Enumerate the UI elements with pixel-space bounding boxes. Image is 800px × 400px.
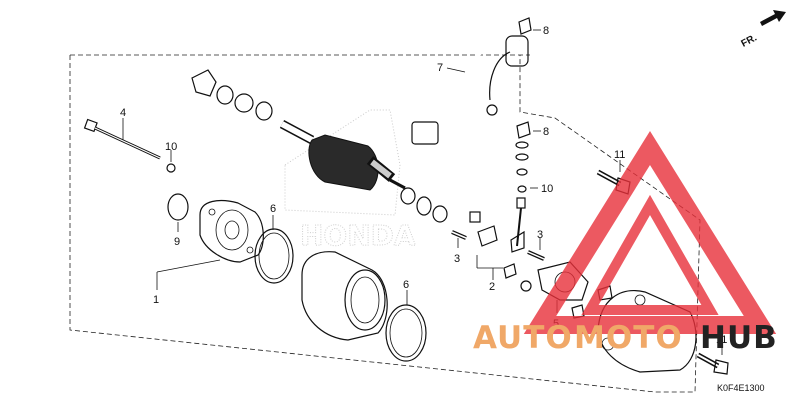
- callout-3-right: 3: [537, 229, 543, 241]
- callout-10-left: 10: [165, 141, 177, 153]
- brush-parts-2: [469, 211, 517, 279]
- o-ring-9: [167, 193, 189, 221]
- diagram-code: K0F4E1300: [717, 383, 765, 393]
- watermark-word-hub: HUB: [700, 320, 778, 356]
- seal-ring-6-right-inner: [389, 308, 423, 358]
- callout-3-left: 3: [454, 253, 460, 265]
- seal-ring-6-left: [254, 228, 294, 284]
- bolt-11-lower: [696, 352, 729, 375]
- screw-3-left: [451, 230, 467, 240]
- washer-set-mid: [400, 187, 448, 223]
- callout-6-right: 6: [403, 279, 409, 291]
- front-cover: [199, 200, 264, 263]
- assembly-outline: [69, 54, 701, 393]
- callout-4: 4: [120, 107, 126, 119]
- honda-stamp: HONDA: [284, 109, 416, 253]
- nut-8-top: [518, 17, 532, 35]
- motor-yoke: [301, 251, 388, 341]
- starter-cable-7: [411, 35, 529, 162]
- callout-7: 7: [437, 62, 443, 74]
- direction-label: FR.: [740, 32, 760, 49]
- callout-11-upper: 11: [614, 149, 625, 161]
- stamp-text: HONDA: [300, 219, 416, 252]
- washer-stack-right: [515, 141, 529, 193]
- watermark: AUTO MOTO HUB: [473, 130, 778, 356]
- callout-2: 2: [489, 281, 495, 293]
- seal-ring-6-left-inner: [258, 232, 290, 280]
- watermark-triangle-logo: [523, 130, 777, 334]
- callout-leaders: [122, 29, 723, 355]
- terminal-bolt: [510, 197, 526, 253]
- armature: [279, 120, 406, 191]
- callout-8-top: 8: [543, 25, 549, 37]
- callout-6-left: 6: [270, 203, 276, 215]
- callout-9: 9: [174, 236, 180, 248]
- callout-10-right: 10: [541, 183, 553, 195]
- screw-3-right: [527, 250, 545, 261]
- nut-8-mid: [516, 121, 531, 139]
- callout-1: 1: [153, 294, 159, 306]
- callout-11-lower: 11: [716, 334, 727, 346]
- watermark-word-moto: MOTO: [574, 320, 683, 356]
- bolt-4: [83, 118, 161, 160]
- watermark-word-auto: AUTO: [473, 320, 573, 356]
- o-ring-10-left: [166, 163, 176, 173]
- washer-set-upper: [191, 69, 273, 121]
- front-direction-arrow: FR.: [740, 10, 786, 50]
- seal-ring-6-right: [385, 304, 427, 362]
- callout-8-mid: 8: [543, 126, 549, 138]
